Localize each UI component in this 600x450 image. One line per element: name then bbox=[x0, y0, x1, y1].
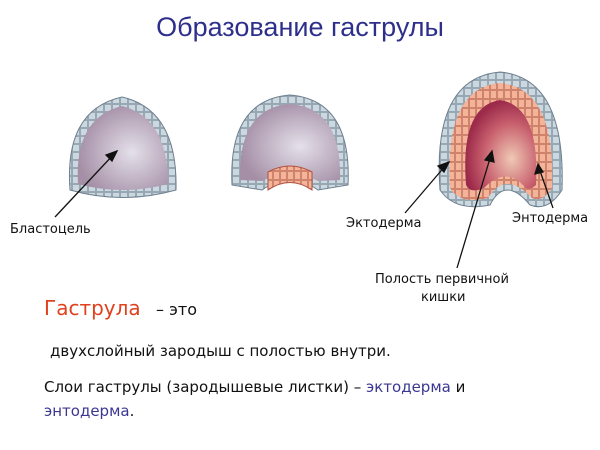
early-gastrula-stage bbox=[231, 94, 349, 191]
line2-and: и bbox=[450, 378, 466, 396]
late-gastrula-stage bbox=[438, 71, 563, 208]
pointer-arrows bbox=[54, 149, 554, 269]
definition-term: Гаструла bbox=[44, 296, 141, 320]
definition-line1: двухслойный зародыш с полостью внутри. bbox=[50, 342, 391, 360]
line3-period: . bbox=[129, 402, 135, 420]
label-endoderm: Энтодерма bbox=[512, 211, 589, 226]
ectoderm-term: эктодерма bbox=[366, 378, 451, 396]
label-ectoderm: Эктодерма bbox=[346, 216, 422, 231]
blastula-stage bbox=[68, 96, 177, 198]
definition-line2: Слои гаструлы (зародышевые листки) – экт… bbox=[44, 378, 465, 396]
label-blastocoel: Бластоцель bbox=[10, 222, 91, 237]
definition-dash: – это bbox=[156, 300, 197, 319]
line2-prefix: Слои гаструлы (зародышевые листки) – bbox=[44, 378, 366, 396]
label-gut-cavity-line2: кишки bbox=[421, 290, 466, 305]
definition-line3: энтодерма. bbox=[44, 402, 134, 420]
page-title: Образование гаструлы bbox=[156, 12, 444, 42]
label-gut-cavity-line1: Полость первичной bbox=[375, 272, 509, 287]
endoderm-term: энтодерма bbox=[44, 402, 130, 420]
